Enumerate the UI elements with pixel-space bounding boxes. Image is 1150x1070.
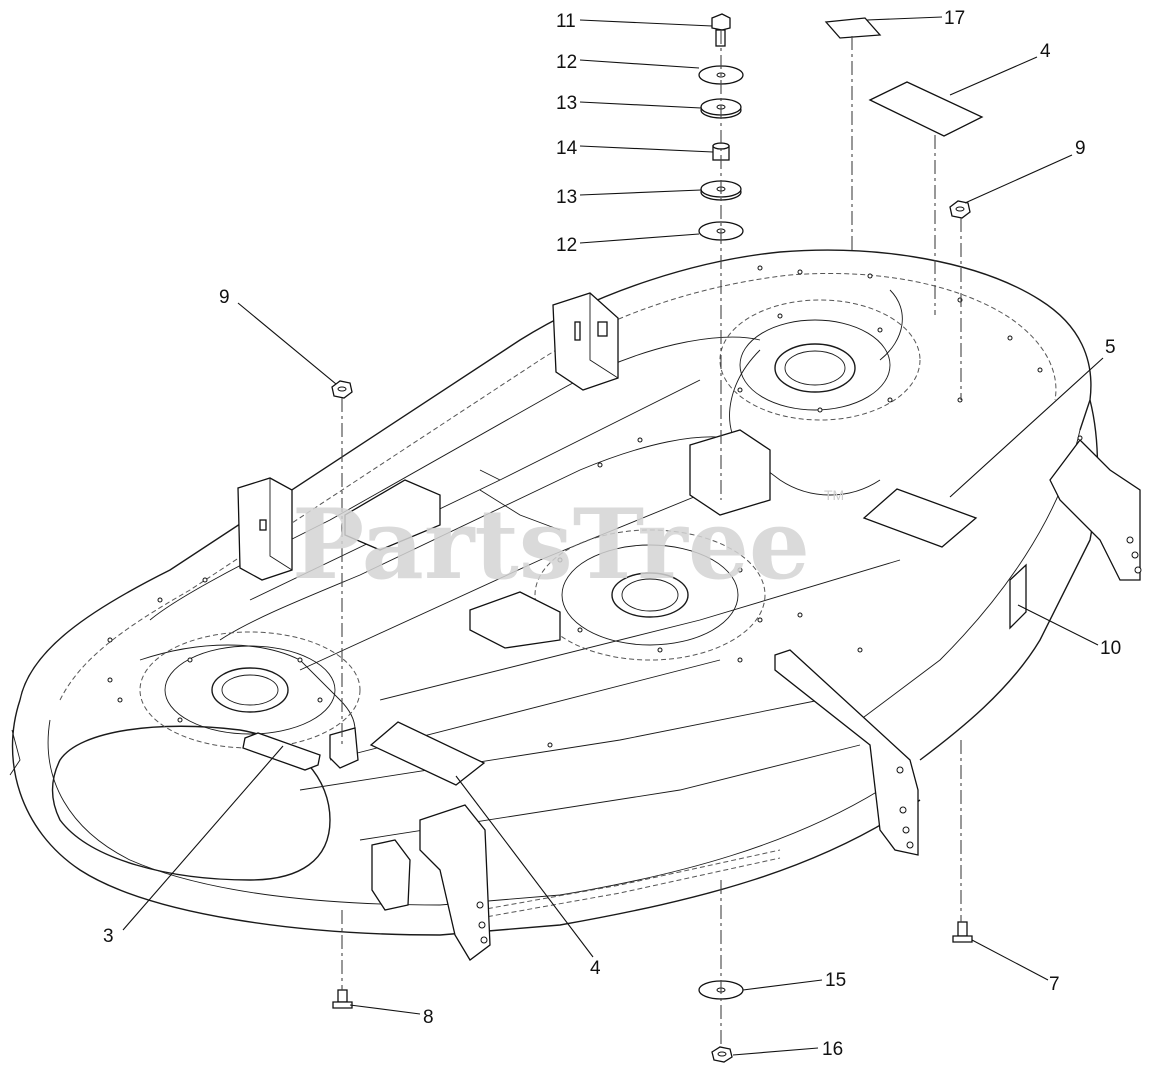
callout-17: 17 — [944, 8, 965, 29]
decal-4-rear — [868, 81, 984, 137]
rear-bracket-left — [237, 477, 293, 581]
leader-lines — [122, 16, 1104, 1056]
decal-10 — [1009, 563, 1027, 630]
assembly-lines — [341, 30, 962, 1045]
nut-16 — [711, 1046, 733, 1063]
callout-8: 8 — [423, 1007, 434, 1028]
callout-4: 4 — [1040, 41, 1051, 62]
rear-bracket-right — [552, 292, 619, 391]
flange-nut-9-right — [949, 200, 971, 219]
callout-9: 9 — [1075, 138, 1086, 159]
side-mount-arm-right — [1049, 435, 1142, 581]
front-mount-bracket-left — [329, 727, 491, 961]
callout-13: 13 — [556, 187, 577, 208]
callout-10: 10 — [1100, 638, 1121, 659]
front-mount-bracket-right — [774, 649, 919, 856]
decal-3 — [242, 732, 321, 771]
mower-deck — [9, 249, 1099, 936]
callout-5: 5 — [1105, 337, 1116, 358]
flange-nut-9-left — [331, 380, 353, 399]
callout-16: 16 — [822, 1039, 843, 1060]
callout-9: 9 — [219, 287, 230, 308]
callout-13: 13 — [556, 93, 577, 114]
callout-15: 15 — [825, 970, 846, 991]
callout-3: 3 — [103, 926, 114, 947]
callout-12: 12 — [556, 235, 577, 256]
idler-plate — [344, 429, 771, 649]
hardware-stack-center — [698, 13, 744, 241]
decal-5 — [862, 488, 978, 548]
bolt-8 — [332, 989, 353, 1009]
callout-11: 11 — [556, 11, 576, 32]
callout-4: 4 — [590, 958, 601, 979]
decal-4-front — [369, 721, 486, 786]
bolt-7 — [952, 921, 973, 943]
callout-7: 7 — [1049, 974, 1060, 995]
callout-14: 14 — [556, 138, 578, 159]
watermark-trademark: TM — [824, 487, 844, 503]
callout-labels: 11 12 13 14 13 12 17 4 9 9 5 10 3 4 8 15… — [103, 8, 1121, 1060]
callout-12: 12 — [556, 52, 577, 73]
spindle-housings — [139, 299, 921, 749]
watermark-text: PartsTree — [292, 488, 810, 601]
decal-17 — [824, 17, 882, 39]
watermark: PartsTree TM — [292, 487, 844, 601]
